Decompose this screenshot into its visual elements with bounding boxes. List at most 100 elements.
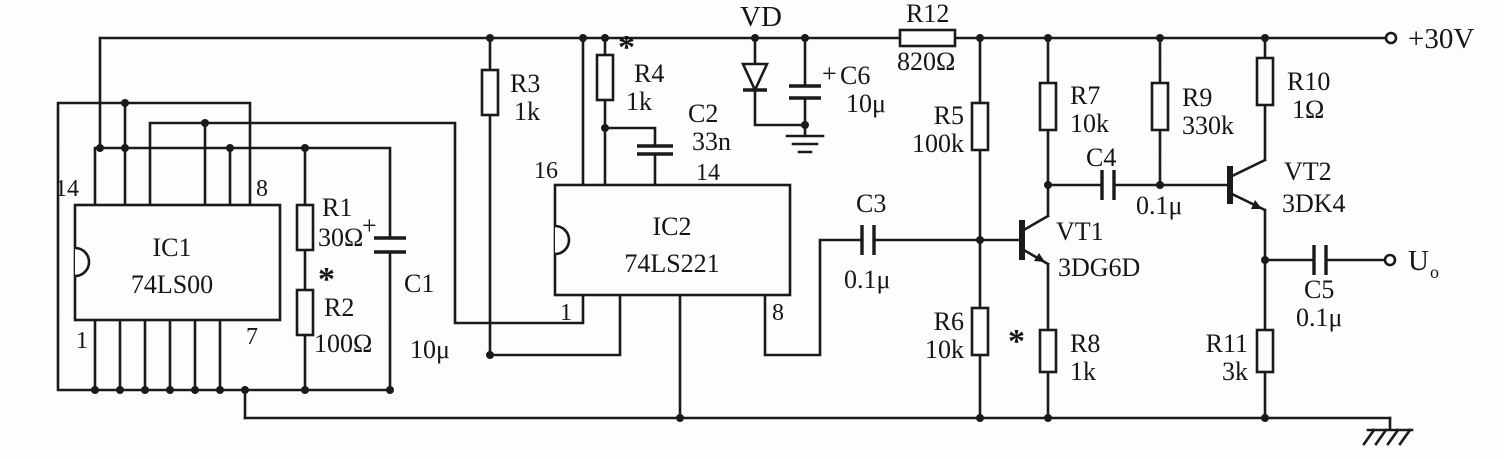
r2-star-label: *: [318, 261, 335, 298]
c2-value-label: 33n: [692, 127, 731, 156]
ic1-chip: [73, 203, 282, 322]
capacitor-c5: [1312, 245, 1328, 275]
ic1-ref-label: IC1: [153, 233, 192, 262]
ic1-wiring: [56, 36, 585, 420]
c6-value-label: 10μ: [846, 89, 886, 118]
resistor-r11: [1255, 328, 1275, 374]
c1-value-label: 10μ: [410, 335, 450, 364]
ic1-pin7-label: 7: [246, 324, 258, 350]
ic2-pin14-label: 14: [696, 160, 720, 186]
c3-ref-label: C3: [856, 189, 886, 218]
ic2-chip: [553, 183, 792, 297]
ic2-part-label: 74LS221: [624, 249, 719, 278]
r12-value-label: 820Ω: [897, 47, 955, 76]
r10-value-label: 1Ω: [1292, 95, 1324, 124]
r3-ref-label: R3: [510, 69, 540, 98]
resistor-r1: [295, 203, 315, 252]
vt2-ref-label: VT2: [1284, 157, 1332, 186]
ic1-part-label: 74LS00: [131, 270, 213, 299]
vcc-terminal: [1384, 31, 1398, 45]
vt2-part-label: 3DK4: [1282, 189, 1346, 218]
r4-value-label: 1k: [626, 87, 652, 116]
vd-label: VD: [740, 1, 782, 33]
ic2-pin8-label: 8: [772, 300, 784, 326]
r8-ref-label: R8: [1070, 329, 1100, 358]
ic1-notch: [74, 246, 91, 278]
r11-ref-label: R11: [1206, 329, 1248, 358]
diode-vd: [740, 62, 770, 94]
vd-c6-wiring: [753, 36, 807, 138]
output-sub-label: o: [1430, 262, 1439, 282]
capacitor-c1: [374, 236, 406, 254]
c5-ref-label: C5: [1304, 275, 1334, 304]
capacitor-c4: [1100, 170, 1116, 200]
output-label: U: [1408, 245, 1429, 277]
components: [73, 28, 1414, 446]
resistor-r4: [595, 53, 615, 102]
ic2-pin16-label: 16: [534, 158, 558, 184]
vt2-emitter-arrow: [1251, 200, 1262, 209]
r1-value-label: 30Ω: [318, 223, 363, 252]
resistor-r5: [970, 101, 990, 152]
wire-network: [56, 36, 1392, 420]
output-terminal: [1383, 253, 1397, 267]
ic1-pin14-label: 14: [55, 176, 79, 202]
junction-dots: [91, 34, 1269, 422]
c4-value-label: 0.1μ: [1136, 191, 1182, 220]
ic2-notch: [554, 224, 571, 256]
r6-ref-label: R6: [934, 307, 964, 336]
r4-star-label: *: [618, 29, 635, 66]
c1-ref-label: C1: [404, 269, 434, 298]
r10-ref-label: R10: [1287, 67, 1330, 96]
r1-ref-label: R1: [322, 193, 352, 222]
r9-value-label: 330k: [1182, 111, 1234, 140]
r11-value-label: 3k: [1222, 357, 1248, 386]
r5-value-label: 100k: [912, 129, 964, 158]
r7-ref-label: R7: [1070, 81, 1100, 110]
vcc-label: +30V: [1408, 23, 1474, 55]
r6-value-label: 10k: [925, 335, 964, 364]
r12-ref-label: R12: [906, 0, 949, 28]
r2-ref-label: R2: [324, 293, 354, 322]
ic1-pin8-label: 8: [256, 176, 268, 202]
r7-value-label: 10k: [1070, 109, 1109, 138]
c1-plus-label: +: [362, 211, 377, 240]
vt1-ref-label: VT1: [1056, 217, 1104, 246]
ic2-wiring: [488, 36, 864, 420]
resistor-r3: [480, 68, 500, 117]
r2-value-label: 100Ω: [314, 329, 372, 358]
c4-ref-label: C4: [1086, 143, 1116, 172]
ic2-ref-label: IC2: [653, 212, 692, 241]
resistor-r10: [1255, 56, 1275, 107]
c6-ref-label: C6: [840, 61, 870, 90]
r8-star-label: *: [1008, 323, 1025, 360]
resistor-r12: [898, 28, 957, 48]
capacitor-c2: [637, 144, 673, 156]
c5-value-label: 0.1μ: [1296, 303, 1342, 332]
r5-ref-label: R5: [934, 101, 964, 130]
resistor-r9: [1150, 81, 1170, 132]
resistor-r8: [1038, 328, 1058, 374]
r4-ref-label: R4: [634, 59, 664, 88]
r3-value-label: 1k: [514, 97, 540, 126]
ground-main-icon: [1362, 416, 1414, 446]
r9-ref-label: R9: [1182, 83, 1212, 112]
resistor-r6: [970, 306, 990, 357]
transistor-vt2: [1227, 166, 1262, 209]
vt1-emitter-arrow: [1034, 253, 1045, 262]
capacitor-c3: [860, 225, 876, 255]
resistor-r7: [1038, 81, 1058, 132]
c2-ref-label: C2: [688, 99, 718, 128]
ic1-pin1-label: 1: [76, 328, 88, 354]
c6-plus-label: +: [822, 59, 837, 88]
labels: +30V VD U o IC1 74LS00 14 8 1 7 IC2 74LS…: [55, 0, 1474, 386]
c3-value-label: 0.1μ: [844, 265, 890, 294]
ground-c6-icon: [785, 134, 825, 154]
transistor-vt1: [1019, 220, 1045, 262]
resistor-r2: [295, 288, 315, 337]
vt1-part-label: 3DG6D: [1058, 253, 1140, 282]
capacitor-c6: [789, 84, 821, 100]
ic2-pin1-label: 1: [560, 300, 572, 326]
